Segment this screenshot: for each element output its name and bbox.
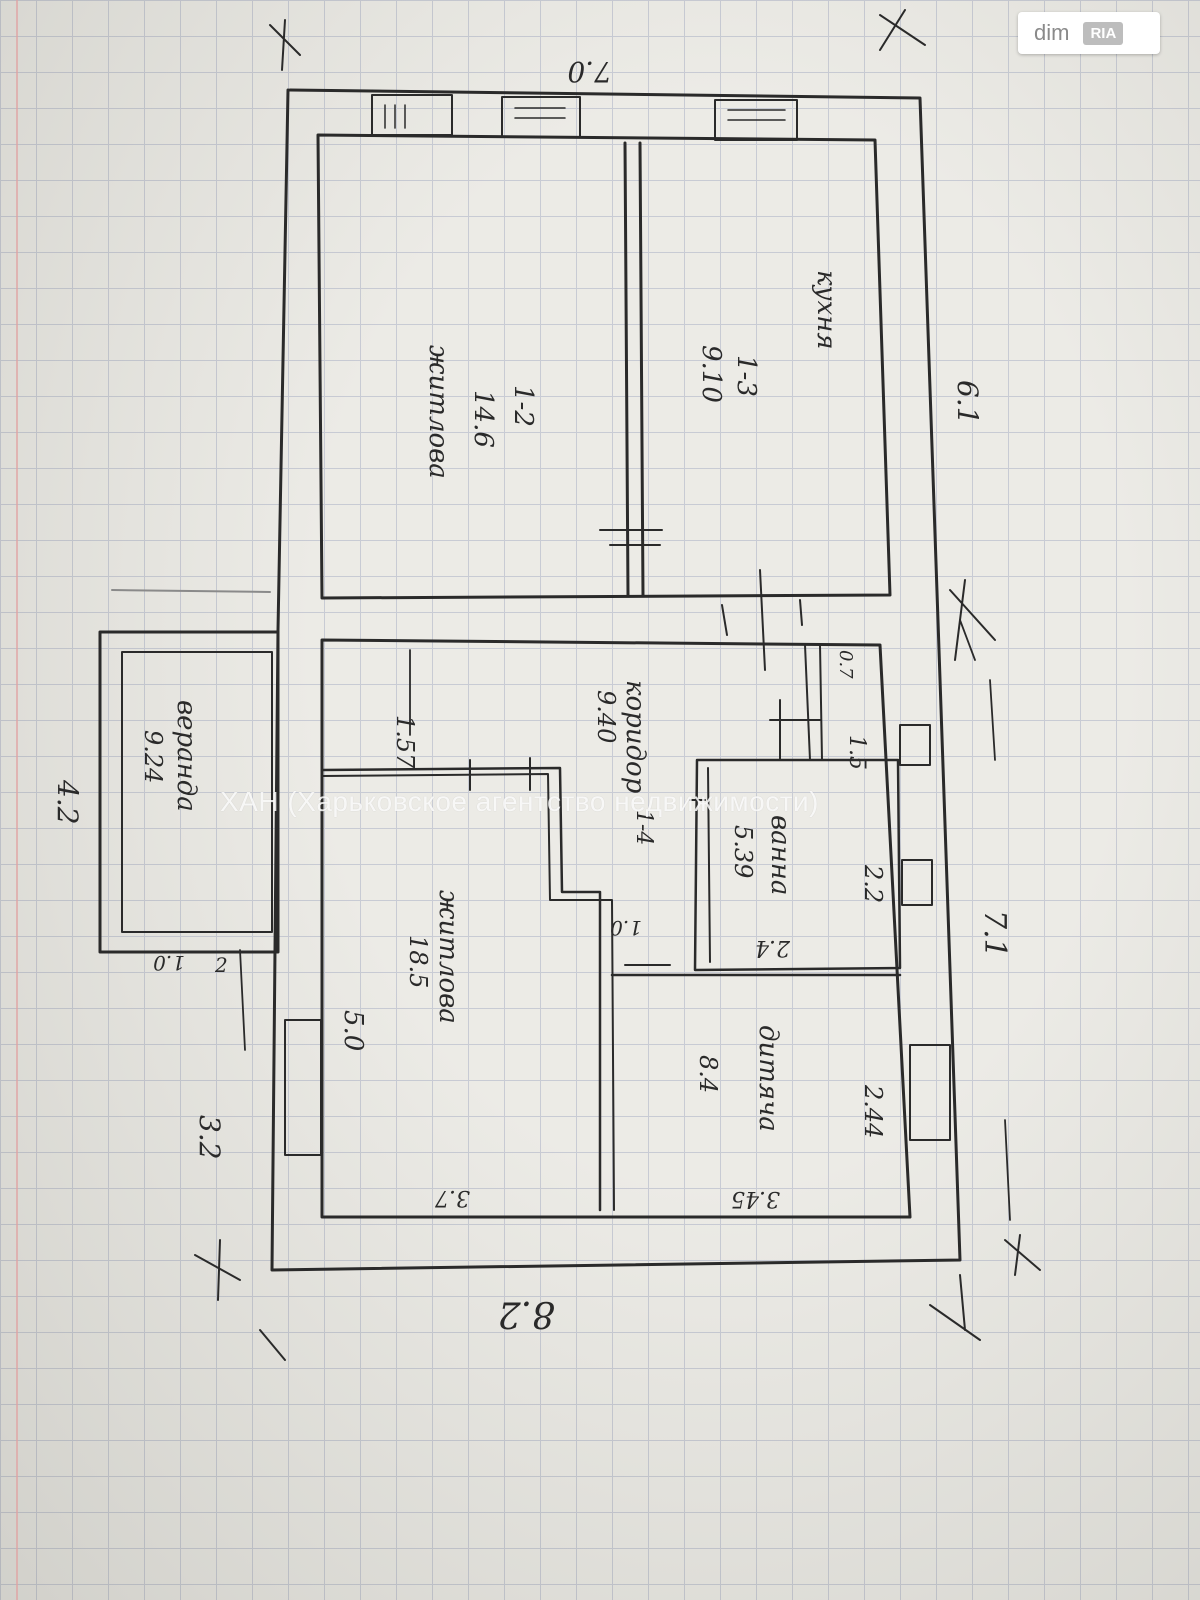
window-right-3 xyxy=(909,1044,951,1141)
room-kitchen-name: кухня xyxy=(811,270,841,350)
inner-wall-top xyxy=(316,133,892,600)
window-1 xyxy=(371,94,453,136)
dim-right-upper: 6.1 xyxy=(951,380,984,425)
dim-veranda-bottom: 2 xyxy=(214,953,228,977)
wc-wall xyxy=(804,644,811,761)
bath-wall-inner xyxy=(707,767,711,963)
room-corridor-area: 9.40 xyxy=(592,690,620,743)
room-living1-index: 1-2 xyxy=(508,385,538,427)
dim-right-lower: 7.1 xyxy=(977,910,1012,958)
window-left xyxy=(284,1019,322,1156)
room-living2-area: 18.5 xyxy=(404,935,432,988)
dim-left-lower: 3.2 xyxy=(193,1115,226,1160)
veranda-sketch-top xyxy=(111,589,271,593)
dim-top: 7.0 xyxy=(567,55,612,88)
room-corridor-name: коридор xyxy=(620,680,650,794)
leader-lines xyxy=(239,619,1011,1221)
dim-bath-small-top: 1.5 xyxy=(844,735,869,770)
room-bath-area: 5.39 xyxy=(729,825,757,878)
room-living2-name: житлова xyxy=(433,890,463,1024)
dim-kids-width: 3.45 xyxy=(731,1186,780,1211)
dim-left-veranda: 4.2 xyxy=(51,779,84,825)
veranda-outline xyxy=(98,630,280,954)
dim-bottom: 8.2 xyxy=(498,1293,555,1334)
room-bath-name: ванна xyxy=(765,815,795,895)
window-right-1 xyxy=(899,724,931,766)
room-living1-area: 14.6 xyxy=(468,390,498,448)
window-3 xyxy=(714,99,798,141)
dim-living-width: 3.7 xyxy=(435,1185,470,1210)
logo-brand: dim xyxy=(1034,20,1070,45)
kitchen-divider-wall xyxy=(623,141,645,597)
room-kids-name: дитяча xyxy=(753,1025,783,1132)
window-2 xyxy=(501,96,581,138)
dim-veranda-door: 1.0 xyxy=(153,951,185,975)
door-marks xyxy=(469,529,821,966)
dim-corridor-width: 1.57 xyxy=(391,715,419,769)
dim-ria-logo[interactable]: dim RIA xyxy=(1018,12,1160,54)
logo-badge: RIA xyxy=(1083,21,1124,45)
bath-wall xyxy=(693,758,902,972)
room-veranda-area: 9.24 xyxy=(139,730,167,783)
notebook-margin-line xyxy=(16,0,18,1600)
room-corridor-index: 1-4 xyxy=(631,810,656,845)
wc-wall-b xyxy=(819,644,823,761)
dim-bath-width: 2.4 xyxy=(755,935,791,960)
room-kitchen-index: 1-3 xyxy=(731,355,761,397)
outer-wall xyxy=(270,88,962,1272)
room-living1-name: житлова xyxy=(423,345,453,479)
dim-bath-right: 2.2 xyxy=(859,864,887,903)
dim-door-small: 1.0 xyxy=(610,916,642,940)
room-veranda-name: веранда xyxy=(171,700,201,812)
corridor-wall-b xyxy=(321,773,615,1211)
dim-wc-small: 0.7 xyxy=(835,650,856,679)
watermark-text: ХАН (Харьковское агентство недвижимости) xyxy=(220,786,819,817)
window-right-2 xyxy=(901,859,933,906)
room-kids-area: 8.4 xyxy=(694,1055,722,1093)
room-kitchen-area: 9.10 xyxy=(696,345,726,403)
dim-living-height: 5.0 xyxy=(338,1010,368,1051)
corridor-wall xyxy=(320,766,602,1212)
veranda-inner xyxy=(121,651,273,933)
dim-kids-right: 2.44 xyxy=(859,1084,887,1138)
